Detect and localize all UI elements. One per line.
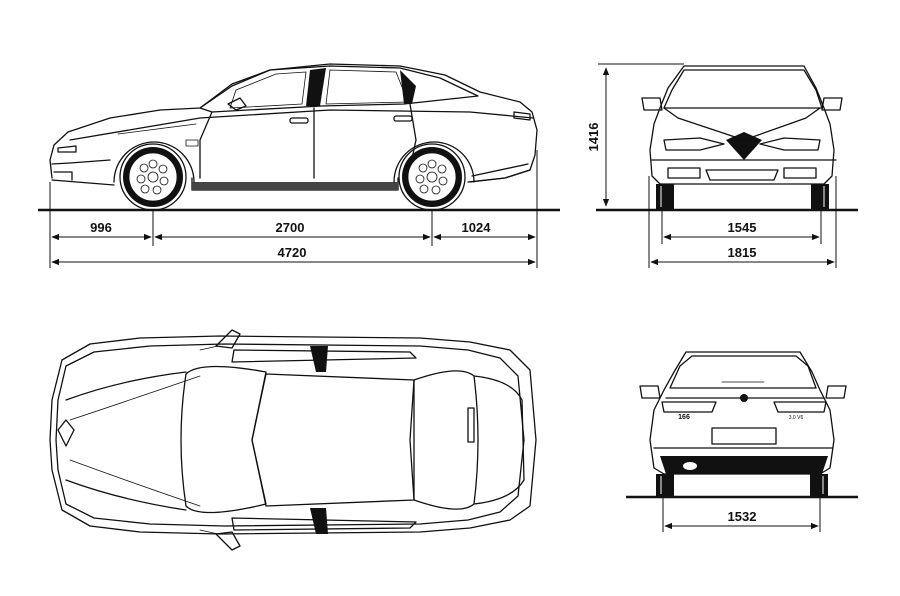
side-greenhouse xyxy=(199,65,479,113)
front-foglamp-right xyxy=(783,167,817,179)
rear-mirror-right xyxy=(825,385,847,399)
front-headlight-right xyxy=(759,137,821,151)
front-tire-right xyxy=(811,184,829,209)
rear-exhaust xyxy=(683,462,697,470)
top-mirror-lower xyxy=(215,531,241,551)
dim-front-overhang-label: 996 xyxy=(90,220,112,235)
dim-length-label: 4720 xyxy=(278,245,307,260)
rear-engine-badge: 3.0 V6 xyxy=(789,415,804,421)
side-rear-bumper xyxy=(469,169,531,183)
side-hood-crease xyxy=(117,123,197,135)
top-mirror-stems xyxy=(199,345,219,535)
side-front-arch xyxy=(113,141,195,183)
side-rear-handle xyxy=(393,115,413,122)
dim-height-label: 1416 xyxy=(586,123,601,152)
side-front-bumper-line xyxy=(51,159,111,165)
front-mirror-left xyxy=(641,97,663,111)
side-rear-window xyxy=(325,69,409,105)
rear-tire-left xyxy=(656,474,674,496)
rear-taillight-right xyxy=(773,401,827,413)
rear-window xyxy=(669,355,817,389)
top-body-outline xyxy=(49,335,537,535)
rear-model-badge: 166 xyxy=(678,414,690,421)
rear-taillight-left xyxy=(661,401,717,413)
side-rear-arch xyxy=(393,141,475,183)
dim-width-label: 1815 xyxy=(728,245,757,260)
top-side-glass-upper xyxy=(231,349,417,363)
front-body-outline xyxy=(649,65,835,185)
top-windshield xyxy=(180,365,267,514)
front-foglamp-left xyxy=(667,167,701,179)
side-view: 996 2700 1024 4720 xyxy=(38,63,560,268)
front-tire-left xyxy=(656,184,674,209)
side-c-pillar xyxy=(400,70,416,104)
top-view xyxy=(49,329,537,551)
top-front-emblem xyxy=(57,419,75,447)
front-grille-bars xyxy=(731,139,757,153)
dim-rear-track-label: 1532 xyxy=(728,509,757,524)
rear-tire-right xyxy=(810,474,828,496)
side-mirror xyxy=(227,97,247,111)
rear-view: 166 3.0 V6 1532 xyxy=(626,351,858,532)
front-headlight-left xyxy=(663,137,725,151)
dim-front-track-label: 1545 xyxy=(728,220,757,235)
side-headlight xyxy=(57,145,77,153)
side-sill-band xyxy=(192,182,398,190)
rear-emblem xyxy=(740,394,748,402)
side-front-door-front-edge xyxy=(199,111,213,179)
top-trunk xyxy=(473,375,525,505)
rear-diffuser xyxy=(660,456,828,474)
side-b-pillar xyxy=(306,68,326,106)
front-view: 1416 1545 1815 xyxy=(586,63,858,268)
side-front-wheel xyxy=(119,143,187,211)
dim-wheelbase-label: 2700 xyxy=(276,220,305,235)
top-b-pillar-lower xyxy=(310,508,328,534)
top-brake-light xyxy=(467,407,475,443)
rear-license-plate xyxy=(711,427,777,445)
side-front-window xyxy=(229,71,307,109)
dim-rear-overhang-label: 1024 xyxy=(462,220,492,235)
top-hood-lines xyxy=(65,371,187,511)
side-front-spoiler xyxy=(53,171,73,181)
top-roof xyxy=(251,373,415,507)
front-mirror-right xyxy=(821,97,843,111)
top-mirror-upper xyxy=(215,329,241,349)
top-inner-outline xyxy=(55,343,525,527)
front-lower-intake xyxy=(705,169,779,181)
side-rear-lower-line xyxy=(471,163,529,177)
side-front-handle xyxy=(289,117,309,124)
top-rear-window xyxy=(413,370,479,510)
side-rear-wheel xyxy=(398,143,466,211)
front-windshield xyxy=(663,69,823,109)
side-marker-lamp xyxy=(185,139,199,147)
side-shoulder-line xyxy=(69,109,534,141)
top-side-glass-lower xyxy=(231,517,417,531)
rear-mirror-left xyxy=(639,385,661,399)
top-b-pillar-upper xyxy=(310,346,328,372)
